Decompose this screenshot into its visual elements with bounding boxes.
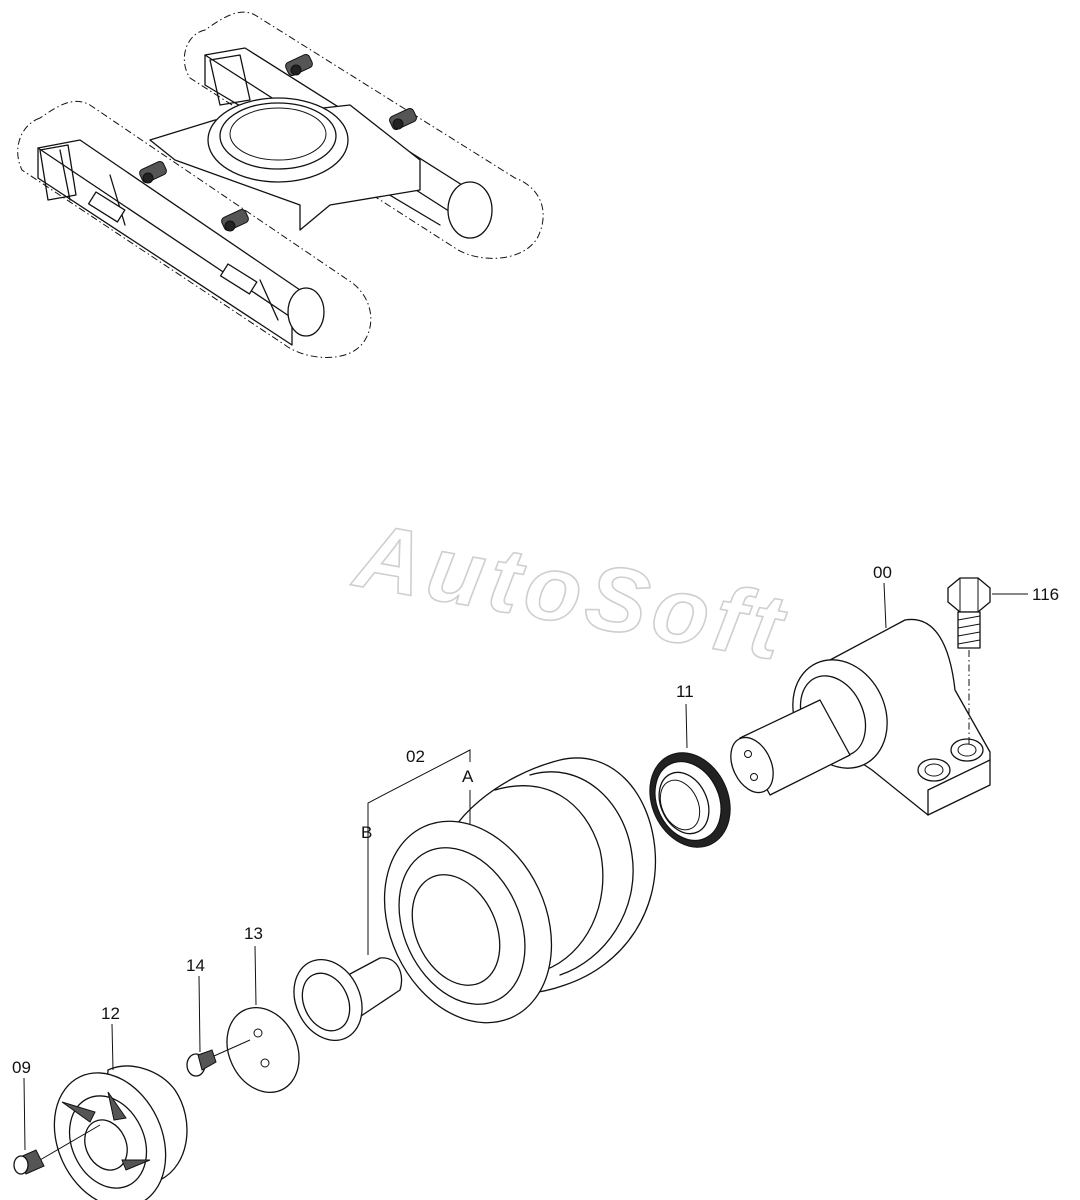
part-02-roller (383, 757, 657, 1024)
leader-09 (23, 1077, 26, 1151)
part-116-bolt (947, 577, 991, 745)
callout-11: 11 (676, 682, 694, 701)
swing-bearing-inner (219, 102, 337, 170)
roller-mount-1 (285, 53, 313, 77)
callout-a: A (462, 767, 474, 786)
front-track-outline (17, 100, 372, 358)
front-track-pad-2 (219, 263, 258, 295)
callout-00: 00 (873, 563, 892, 582)
undercarriage-overview (17, 11, 544, 358)
leader-12 (111, 1023, 114, 1071)
callout-02-bracket (367, 749, 471, 955)
rear-track-outline (183, 11, 544, 259)
part-09-plug (13, 1149, 45, 1175)
front-track-pad-1 (87, 191, 126, 223)
leader-00 (883, 582, 887, 629)
rear-sprocket (447, 181, 493, 239)
leader-11 (685, 703, 688, 749)
part-11-seal (649, 752, 731, 848)
front-idler (287, 287, 325, 337)
callout-09: 09 (12, 1058, 31, 1077)
part-13-plate (226, 1006, 300, 1094)
roller-mount-2 (389, 107, 417, 131)
part-02-bushing (293, 957, 403, 1042)
callout-14: 14 (186, 956, 205, 975)
part-14-screw (186, 1039, 251, 1077)
part-12-cover (39, 1065, 188, 1200)
roller-mount-3 (139, 160, 167, 184)
callout-b: B (361, 823, 372, 842)
callout-12: 12 (101, 1004, 120, 1023)
watermark-text: AutoSoft (347, 504, 796, 681)
callout-13: 13 (244, 924, 263, 943)
roller-mount-4 (221, 208, 249, 232)
callout-116: 116 (1032, 585, 1059, 604)
part-00-bracket (730, 618, 991, 816)
watermark: AutoSoft (346, 503, 797, 681)
leader-13 (254, 945, 257, 1006)
callout-02: 02 (406, 747, 425, 766)
leader-14 (198, 975, 201, 1053)
